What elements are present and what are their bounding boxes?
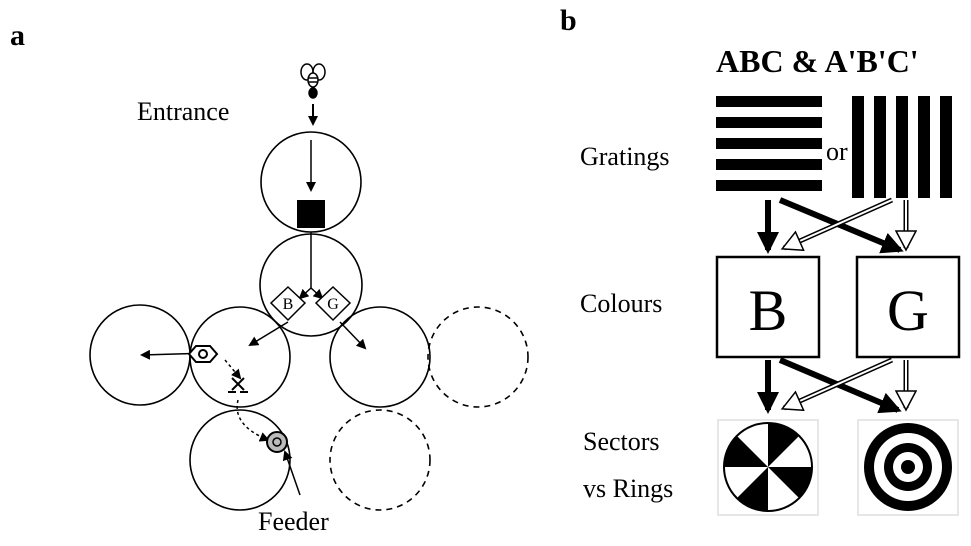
sector-pattern	[717, 419, 819, 516]
colour-box-g-letter: G	[887, 278, 929, 343]
entrance-label: Entrance	[137, 97, 229, 126]
row-label-colours: Colours	[580, 289, 662, 318]
feeder-label: Feeder	[258, 507, 329, 536]
chamber-right-far-dashed	[427, 306, 529, 408]
chamber-left-far	[89, 304, 191, 406]
arrows-colours-to-patterns	[757, 357, 906, 414]
choice-right: G	[314, 285, 352, 322]
sector-pattern-icon	[228, 377, 248, 393]
choice-left-letter: B	[283, 296, 294, 313]
colour-box-b-letter: B	[749, 278, 788, 343]
colour-box-b: B	[715, 255, 821, 359]
panel-a: a Entrance	[10, 19, 529, 536]
hexagon-target-icon	[187, 345, 219, 363]
panel-a-label: a	[10, 19, 25, 52]
arrows-gratings-to-colours	[757, 197, 906, 254]
feeder-icon	[266, 431, 288, 453]
vertical-grating	[852, 96, 952, 198]
choice-right-letter: G	[327, 296, 339, 313]
chamber-left	[189, 306, 291, 408]
or-text: or	[826, 137, 848, 166]
panel-b-title: ABC & A'B'C'	[716, 43, 919, 79]
row-label-sectors: Sectors	[583, 427, 660, 456]
black-square-marker	[297, 200, 325, 228]
chamber-right	[329, 306, 431, 408]
horizontal-grating	[716, 96, 822, 191]
colour-box-g: G	[855, 255, 961, 359]
row-label-rings: vs Rings	[583, 474, 673, 503]
bee-icon	[300, 63, 326, 99]
row-label-gratings: Gratings	[580, 142, 670, 171]
chamber-lower-right-dashed	[329, 409, 431, 511]
flight-path	[140, 140, 367, 442]
choice-left: B	[269, 285, 307, 322]
maze-chambers	[89, 131, 529, 511]
panel-b: b ABC & A'B'C' Gratings Colours Sectors …	[560, 4, 961, 516]
ring-pattern	[857, 419, 959, 516]
chamber-feeder	[189, 409, 291, 511]
feeder-pointer-arrow	[282, 450, 301, 496]
panel-b-label: b	[560, 4, 577, 37]
